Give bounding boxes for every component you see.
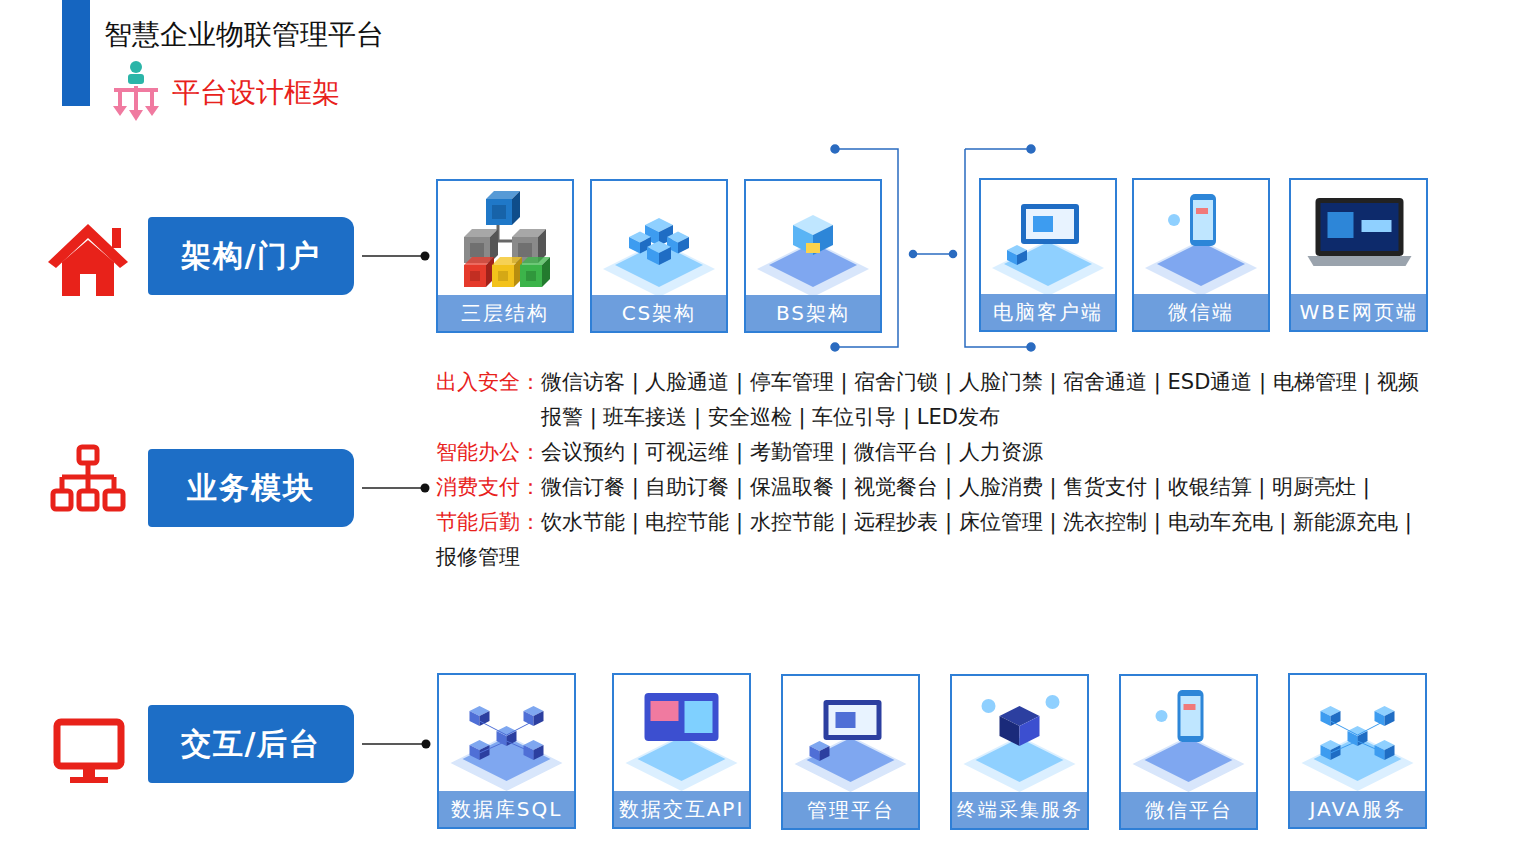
card-caption: JAVA服务 [1309,796,1405,823]
caption-bar: 三层结构 [438,295,572,331]
image-card: JAVA服务 [1288,673,1427,829]
image-card: 三层结构 [436,179,574,333]
caption-bar: 终端采集服务 [952,792,1087,828]
card-caption: 微信端 [1168,299,1234,326]
page-title: 智慧企业物联管理平台 [104,16,384,54]
caption-bar: 数据库SQL [439,791,574,827]
image-card: 数据库SQL [437,673,576,829]
connector-group [362,484,430,493]
card-illustration [439,675,574,791]
card-illustration [592,181,726,295]
subtitle-icon [113,61,159,121]
module-list-box: 出入安全：微信访客 | 人脸通道 | 停车管理 | 宿舍门锁 | 人脸门禁 | … [436,365,1438,644]
row-label-box: 业务模块 [148,449,354,527]
card-caption: 三层结构 [461,300,549,327]
card-illustration [746,181,880,295]
card-illustration [614,675,749,791]
card-caption: 管理平台 [807,797,895,824]
image-card: 微信端 [1132,178,1270,332]
caption-bar: 微信端 [1134,294,1268,330]
module-row: 节能后勤：饮水节能 | 电控节能 | 水控节能 | 远程抄表 | 床位管理 | … [436,505,1438,575]
image-card: CS架构 [590,179,728,333]
card-illustration [1121,676,1256,792]
card-caption: BS架构 [776,300,850,327]
card-caption: 数据库SQL [451,796,563,823]
caption-bar: 数据交互API [614,791,749,827]
image-card: 数据交互API [612,673,751,829]
monitor-icon [57,722,121,783]
card-caption: 微信平台 [1145,797,1233,824]
module-items: 饮水节能 | 电控节能 | 水控节能 | 远程抄表 | 床位管理 | 洗衣控制 … [436,510,1412,569]
card-illustration [1134,180,1268,294]
card-caption: 终端采集服务 [957,797,1083,823]
connector-dot [422,740,431,749]
module-items: 微信订餐 | 自助订餐 | 保温取餐 | 视觉餐台 | 人脸消费 | 售货支付 … [541,470,1438,505]
card-illustration [438,181,572,295]
card-illustration [783,676,918,792]
connector-line [362,487,425,489]
connector-dot [421,252,430,261]
module-heading: 消费支付： [436,470,541,505]
house-icon [48,224,128,296]
card-illustration [1290,675,1425,791]
image-card: 管理平台 [781,674,920,830]
image-card: 微信平台 [1119,674,1258,830]
card-caption: WBE网页端 [1299,299,1417,326]
card-caption: 电脑客户端 [993,299,1103,326]
module-row: 智能办公：会议预约 | 可视运维 | 考勤管理 | 微信平台 | 人力资源 [436,435,1438,470]
row-label-box: 架构/门户 [148,217,354,295]
card-illustration [952,676,1087,792]
card-illustration [1291,180,1426,294]
connector-line [362,743,426,745]
subtitle-text: 平台设计框架 [172,76,340,109]
row-label: 架构/门户 [181,236,322,277]
row-label: 业务模块 [187,468,315,509]
module-row: 消费支付：微信订餐 | 自助订餐 | 保温取餐 | 视觉餐台 | 人脸消费 | … [436,470,1438,505]
module-items: 微信访客 | 人脸通道 | 停车管理 | 宿舍门锁 | 人脸门禁 | 宿舍通道 … [541,365,1438,435]
image-card: BS架构 [744,179,882,333]
connector-line [362,255,425,257]
caption-bar: WBE网页端 [1291,294,1426,330]
caption-bar: 电脑客户端 [981,294,1115,330]
caption-bar: 微信平台 [1121,792,1256,828]
row-label-box: 交互/后台 [148,705,354,783]
card-illustration [981,180,1115,294]
module-row: 出入安全：微信访客 | 人脸通道 | 停车管理 | 宿舍门锁 | 人脸门禁 | … [436,365,1438,435]
caption-bar: 管理平台 [783,792,918,828]
image-card: 电脑客户端 [979,178,1117,332]
module-heading: 出入安全： [436,365,541,435]
image-card: 终端采集服务 [950,674,1089,830]
section-subtitle: 平台设计框架 [172,74,340,112]
row-label: 交互/后台 [181,724,322,765]
caption-bar: CS架构 [592,295,726,331]
title-bar [62,0,90,106]
module-heading: 节能后勤： [436,510,541,534]
connector-dot [421,484,430,493]
connector-group [362,740,431,749]
org-chart-icon [53,447,123,509]
card-caption: 数据交互API [619,796,745,823]
image-card: WBE网页端 [1289,178,1428,332]
connector-group [362,252,430,261]
module-heading: 智能办公： [436,435,541,470]
caption-bar: BS架构 [746,295,880,331]
card-caption: CS架构 [622,300,697,327]
caption-bar: JAVA服务 [1290,791,1425,827]
module-items: 会议预约 | 可视运维 | 考勤管理 | 微信平台 | 人力资源 [541,435,1438,470]
